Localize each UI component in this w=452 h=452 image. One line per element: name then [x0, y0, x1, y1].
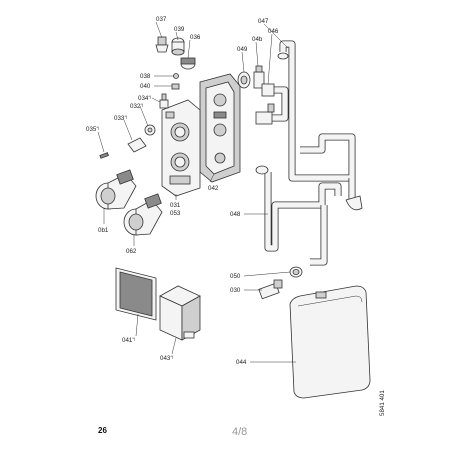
label-046: 046	[268, 28, 279, 35]
part-040	[171, 83, 180, 90]
page-number: 26	[98, 426, 107, 435]
part-labels: 037 039 036 047 049 04b 046 038 040 034*…	[86, 16, 279, 366]
expansion-tank-044	[289, 285, 371, 399]
valve-046	[255, 83, 275, 125]
label-033: 033*)	[114, 114, 128, 122]
label-041: 041*)	[122, 336, 136, 344]
label-044: 044	[236, 359, 247, 366]
part-036	[180, 57, 196, 70]
label-0b1: 0b1	[98, 227, 109, 234]
label-036: 036	[190, 34, 201, 41]
hydraulic-block-031	[161, 99, 201, 197]
pump-0b1	[95, 169, 137, 210]
part-034	[159, 93, 169, 109]
sheet-number: 4/8	[232, 426, 248, 438]
pipe-046	[270, 86, 289, 122]
bracket-plate-042	[199, 73, 241, 183]
leader-lines	[97, 21, 296, 363]
label-053: 053	[170, 210, 181, 217]
label-049: 049	[237, 46, 248, 53]
label-04b: 04b	[252, 36, 263, 43]
label-030: 030	[230, 287, 241, 294]
label-050: 050	[230, 273, 241, 280]
part-032	[144, 124, 156, 136]
valve-049	[237, 71, 251, 89]
label-048: 048	[230, 211, 241, 218]
panel-041	[115, 267, 157, 321]
part-035	[99, 152, 109, 159]
part-033	[127, 137, 147, 153]
label-034: 034*)	[138, 94, 152, 102]
label-035: 035*)	[86, 125, 100, 133]
fitting-030	[258, 279, 283, 300]
label-062: 062	[126, 248, 137, 255]
pipe-048	[264, 172, 342, 266]
pipe-elbow	[345, 195, 363, 211]
pipe-end-047	[277, 52, 289, 60]
label-047: 047	[258, 18, 269, 25]
box-043	[159, 285, 201, 341]
fitting-050	[289, 266, 303, 278]
label-038: 038	[140, 73, 151, 80]
part-039	[171, 37, 185, 56]
part-037	[155, 36, 169, 53]
label-043: 043*)	[160, 354, 174, 362]
label-031: 031	[170, 202, 181, 209]
pipe-047	[279, 40, 360, 207]
label-042: 042	[208, 185, 219, 192]
pipe-end-048	[255, 165, 269, 175]
label-039: 039	[174, 26, 185, 33]
pump-062	[123, 193, 163, 236]
drawing-code: 5841 401	[379, 390, 386, 416]
part-038	[173, 73, 179, 79]
label-032: 032*)	[130, 102, 144, 110]
label-037: 037	[156, 16, 167, 23]
valve-04b	[253, 65, 265, 89]
label-040: 040	[140, 83, 151, 90]
